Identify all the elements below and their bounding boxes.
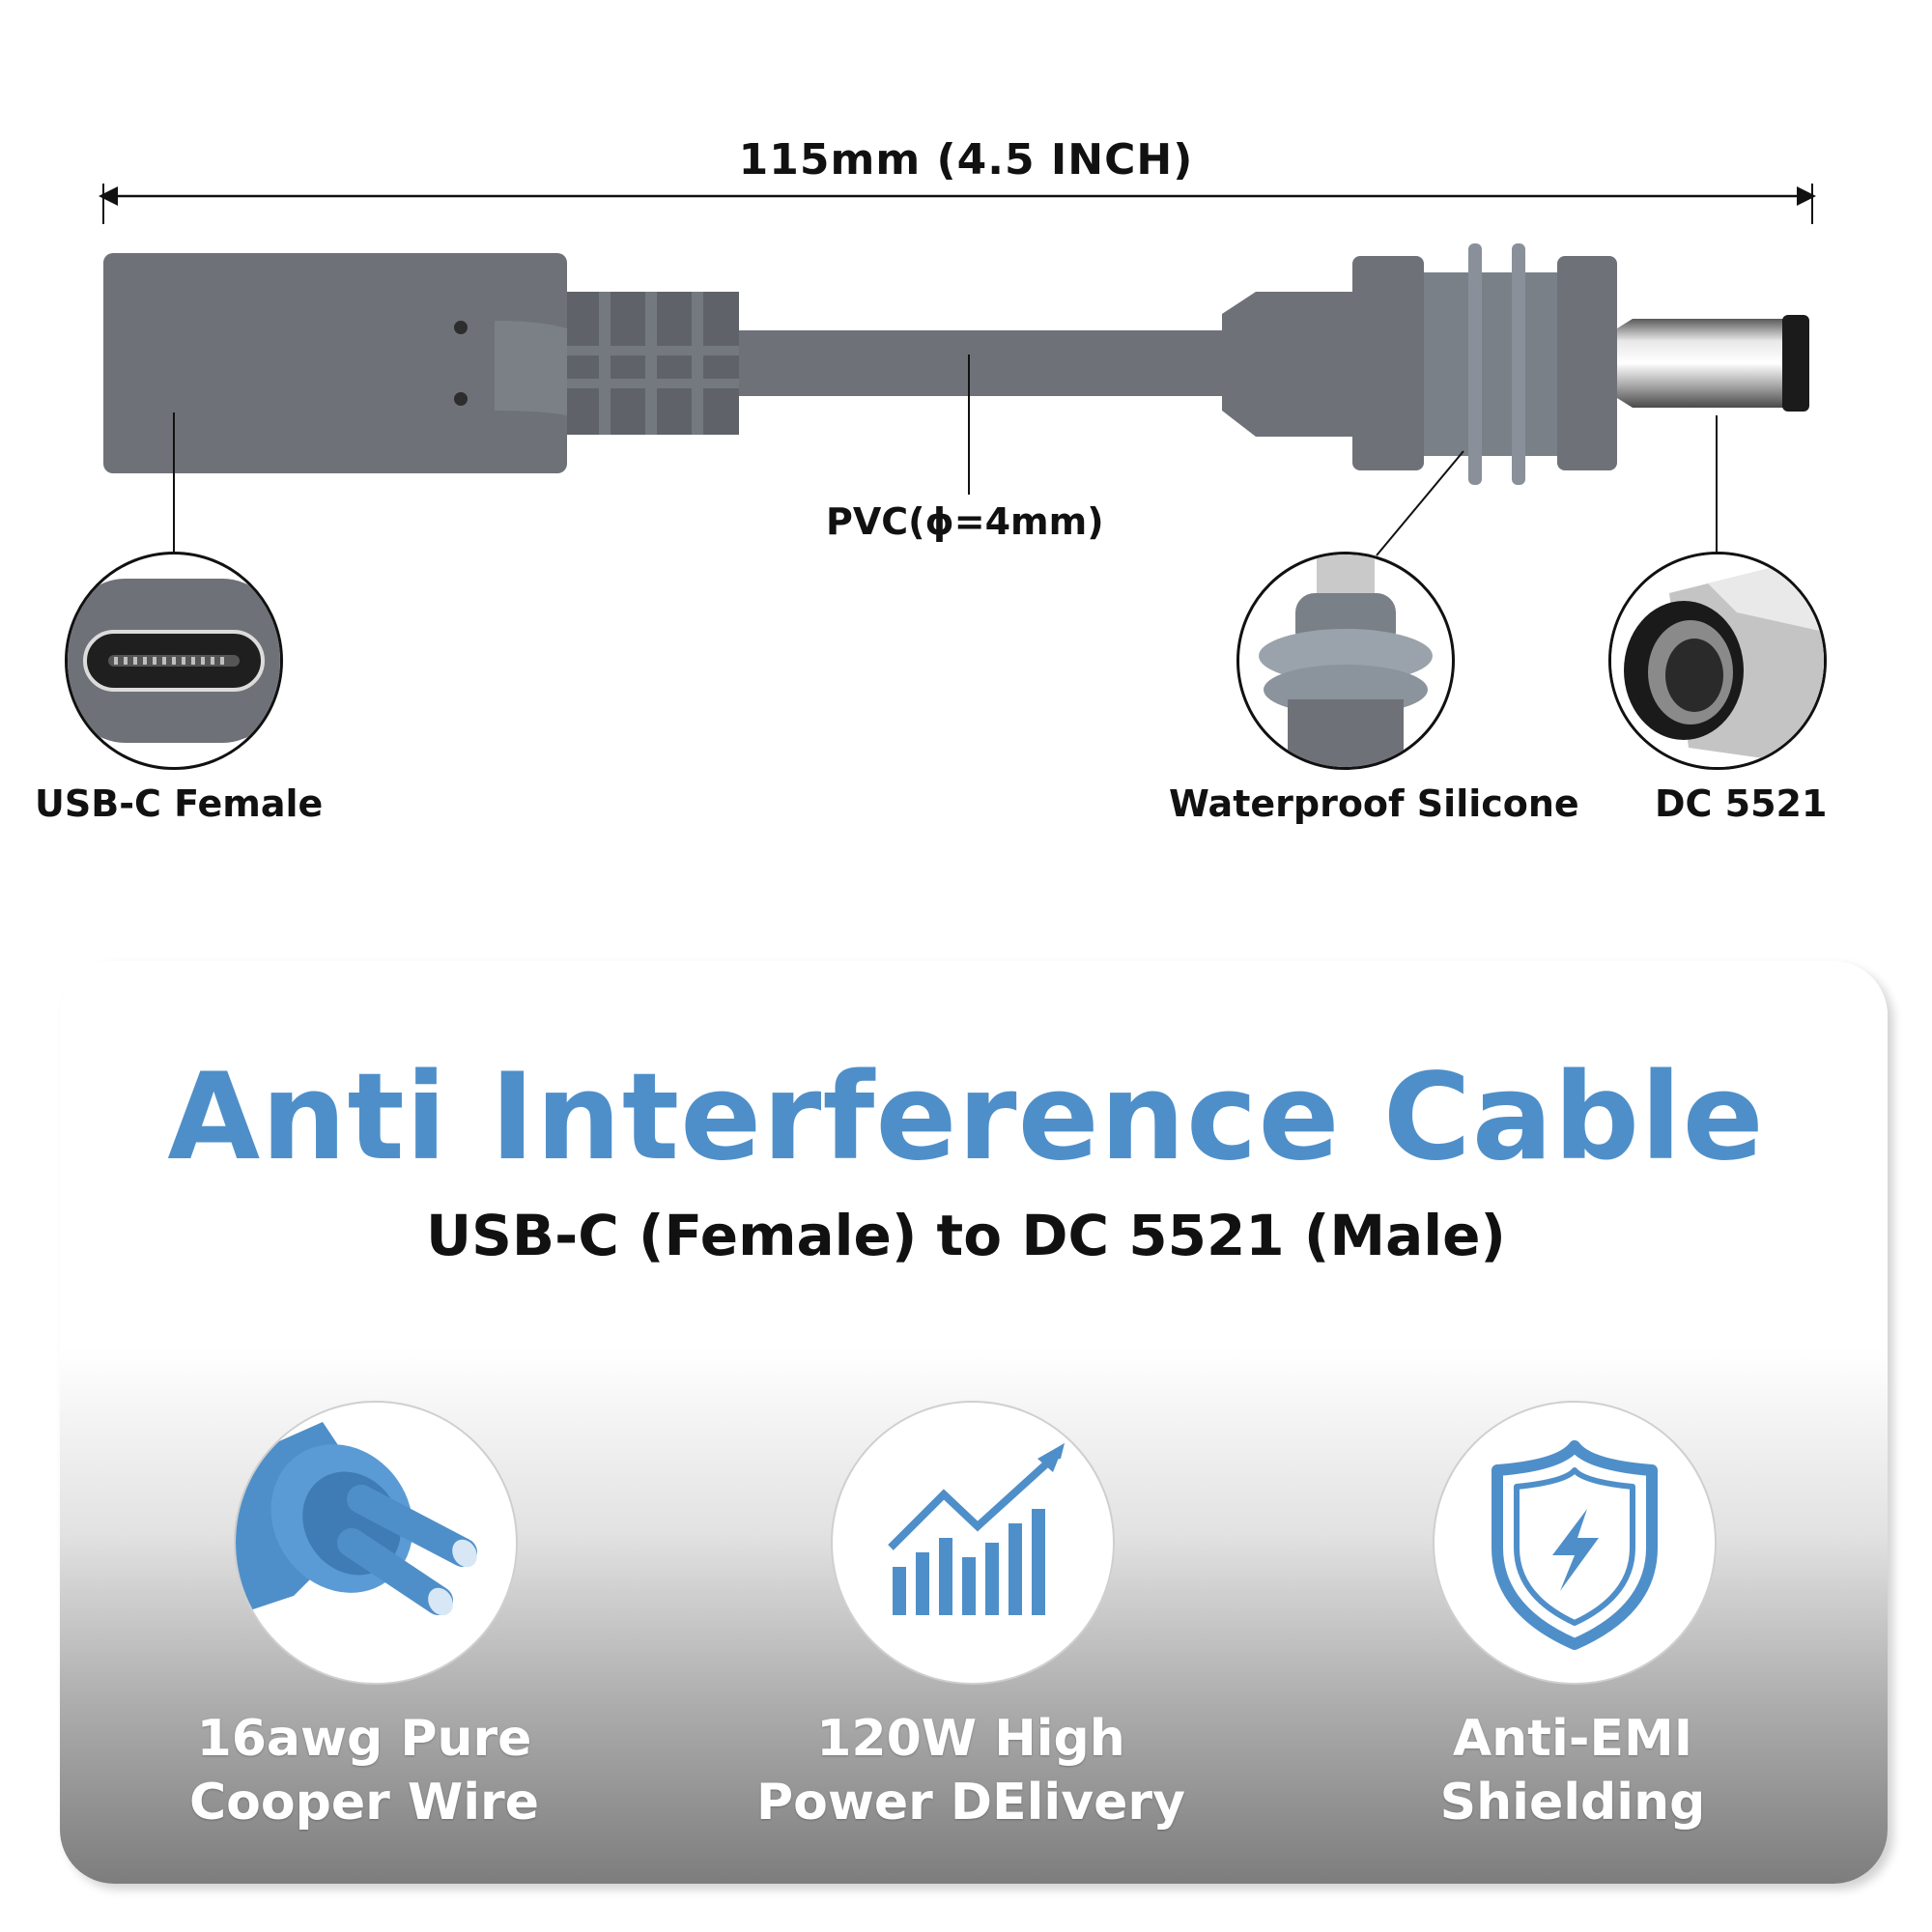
wire-icon	[236, 1422, 477, 1616]
panel-title: Anti Interference Cable	[167, 1048, 1765, 1187]
feature-power-line1: 120W High	[816, 1710, 1125, 1768]
strain-relief	[567, 292, 739, 435]
silicone-ring-icon	[1259, 554, 1433, 767]
feature-wire-line2: Cooper Wire	[189, 1774, 539, 1832]
dc5521-label: DC 5521	[1655, 782, 1828, 825]
feature-wire-text: 16awg Pure Cooper Wire	[142, 1707, 586, 1834]
feature-circle-power	[831, 1401, 1115, 1685]
zoom-usbc-port	[65, 552, 283, 770]
cable-label: PVC(ϕ=4mm)	[826, 500, 1104, 543]
feature-power-line2: Power DElivery	[756, 1774, 1185, 1832]
feature-wire-line1: 16awg Pure	[196, 1710, 532, 1768]
shield-bolt-icon	[1492, 1440, 1658, 1650]
feature-shield-line1: Anti-EMI	[1452, 1710, 1693, 1768]
usbc-housing	[103, 253, 567, 473]
pvc-cable	[739, 330, 1222, 396]
dc-metal-tip	[1617, 315, 1809, 412]
feature-circle-shield	[1433, 1401, 1717, 1685]
growth-chart-icon	[888, 1443, 1065, 1615]
dimension-line	[99, 184, 1816, 224]
feature-circle-wire	[234, 1401, 518, 1685]
leader-silicone	[1376, 450, 1464, 556]
feature-shield-line2: Shielding	[1439, 1774, 1706, 1832]
dc-tip-icon	[1611, 554, 1824, 767]
usbc-port-icon	[68, 579, 280, 743]
feature-power-text: 120W High Power DElivery	[749, 1707, 1193, 1834]
dc-connector-body	[1222, 243, 1617, 485]
zoom-silicone	[1236, 552, 1455, 770]
cable-diagram	[99, 184, 1816, 556]
waterproof-silicone-label: Waterproof Silicone	[1169, 782, 1579, 825]
usbc-female-label: USB-C Female	[35, 782, 324, 825]
length-label: 115mm (4.5 INCH)	[738, 135, 1194, 185]
panel-subtitle: USB-C (Female) to DC 5521 (Male)	[426, 1203, 1506, 1268]
zoom-dc-tip	[1608, 552, 1827, 770]
feature-shield-text: Anti-EMI Shielding	[1350, 1707, 1795, 1834]
